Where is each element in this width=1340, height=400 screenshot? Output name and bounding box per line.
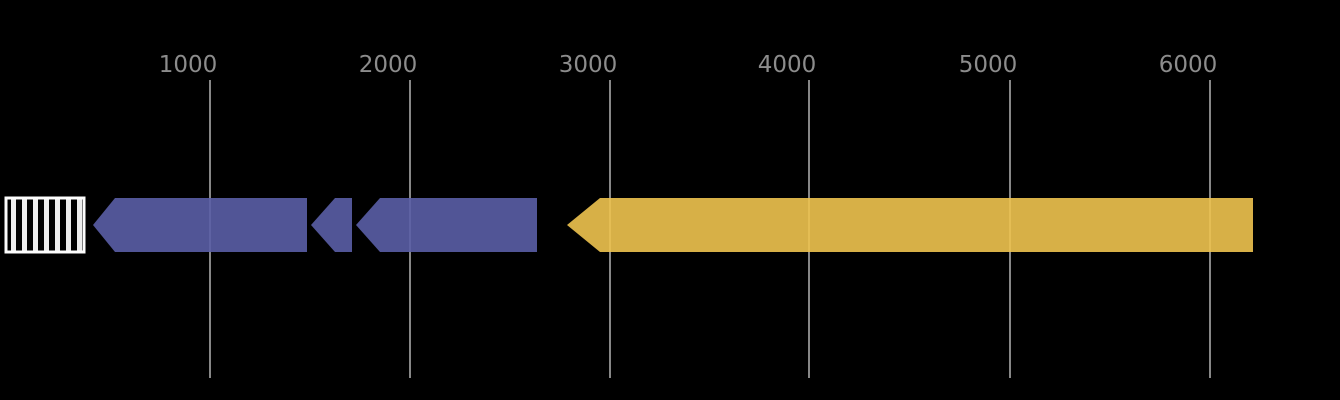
features-layer bbox=[4, 196, 1253, 254]
axis-tick-label-4000: 4000 bbox=[758, 52, 817, 78]
gene-2-arrow bbox=[311, 198, 352, 252]
gene-1-arrow bbox=[93, 198, 307, 252]
axis-tick-label-5000: 5000 bbox=[959, 52, 1018, 78]
gene-4-arrow bbox=[567, 198, 1253, 252]
hatched-region-hatched-box bbox=[4, 196, 86, 254]
axis-tick-label-6000: 6000 bbox=[1159, 52, 1218, 78]
gene-3-arrow bbox=[356, 198, 537, 252]
axis-labels-layer: 1000 2000 3000 4000 5000 6000 bbox=[159, 52, 1218, 78]
axis-tick-label-1000: 1000 bbox=[159, 52, 218, 78]
axis-tick-label-3000: 3000 bbox=[559, 52, 618, 78]
axis-tick-label-2000: 2000 bbox=[359, 52, 418, 78]
